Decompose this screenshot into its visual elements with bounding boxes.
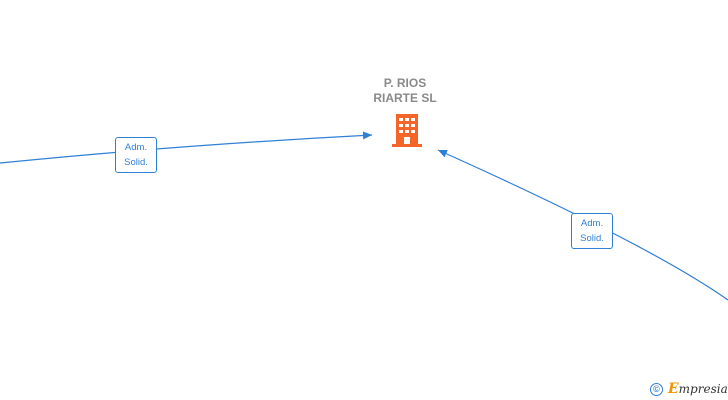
building-icon[interactable] <box>390 112 424 148</box>
edge-label-line1: Adm. <box>580 218 604 229</box>
copyright-icon: © <box>650 382 663 396</box>
edge-label-line1: Adm. <box>124 142 148 153</box>
brand-name-rest: mpresia <box>678 382 728 396</box>
edge-label-adm-solid[interactable]: Adm. Solid. <box>115 137 157 173</box>
edge-line-right[interactable] <box>437 149 728 301</box>
brand-logo: Empresia <box>668 381 728 397</box>
brand-initial: E <box>668 381 679 397</box>
company-name[interactable]: P. RIOS RIARTE SL <box>373 76 437 105</box>
brand-watermark: © Empresia <box>650 380 728 398</box>
edge-label-adm-solid[interactable]: Adm. Solid. <box>571 213 613 249</box>
edge-label-line2: Solid. <box>580 233 604 244</box>
edge-label-line2: Solid. <box>124 157 148 168</box>
edge-line-left[interactable] <box>0 131 373 164</box>
